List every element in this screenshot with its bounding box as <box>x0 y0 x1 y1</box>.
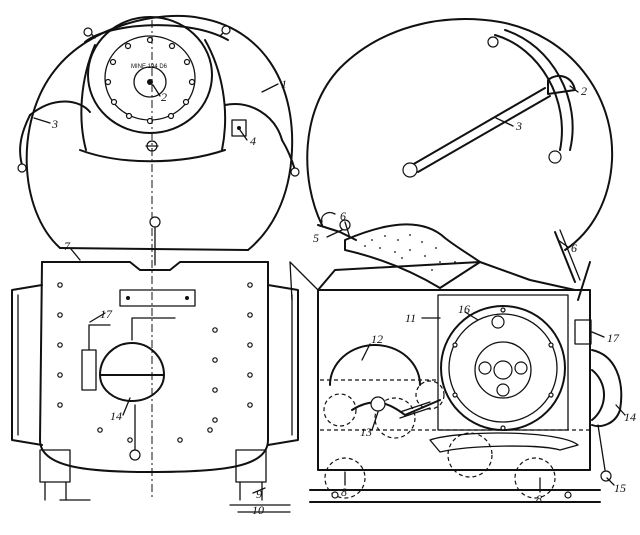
label-7: 7 <box>64 239 71 253</box>
label-9: 9 <box>256 487 262 501</box>
dashed-lines <box>320 379 590 431</box>
label-14-right: 14 <box>624 410 636 424</box>
label-4: 4 <box>250 134 256 148</box>
label-17-right: 17 <box>607 331 620 345</box>
label-12: 12 <box>371 332 383 346</box>
right-flange <box>267 284 299 446</box>
cross-bar <box>119 289 196 307</box>
left-foot <box>39 449 71 483</box>
label-15: 15 <box>614 481 626 495</box>
diagonal-rod <box>411 87 546 166</box>
callout-labels: 1 2 2 3 3 4 5 6 6 7 8 8 9 10 11 12 13 14… <box>51 77 636 517</box>
right-view <box>289 18 623 503</box>
label-5: 5 <box>313 231 319 245</box>
fitting-4 <box>231 119 247 137</box>
fitting-17 <box>574 319 592 345</box>
wheel-12 <box>329 344 421 386</box>
label-6-left: 6 <box>340 209 346 223</box>
right-foot <box>235 449 267 483</box>
label-11: 11 <box>405 311 416 325</box>
belt <box>429 432 579 453</box>
hatch-bolt-holes <box>104 36 196 125</box>
label-13: 13 <box>360 425 372 439</box>
right-strap <box>204 39 227 151</box>
cylinder <box>81 349 97 391</box>
sand-stipple <box>364 234 456 271</box>
skid <box>309 489 601 503</box>
hatch-ring-outer <box>87 16 213 134</box>
left-strap <box>80 44 96 151</box>
hatch-center <box>133 66 167 98</box>
label-17-left: 17 <box>100 307 113 321</box>
label-14-left: 14 <box>110 409 122 423</box>
right-arm <box>224 103 283 141</box>
sand-load <box>344 223 481 289</box>
top-handle <box>494 34 563 151</box>
chain-15 <box>597 424 606 471</box>
label-8-left: 8 <box>341 485 347 499</box>
label-1: 1 <box>281 77 287 91</box>
left-arm <box>29 100 91 116</box>
left-flange <box>11 284 43 446</box>
roller-8a <box>324 457 366 499</box>
left-collar <box>59 247 249 251</box>
left-body <box>39 261 269 473</box>
body-rivets <box>57 282 253 443</box>
lever-13 <box>351 399 441 416</box>
left-view: MINE 194 D6 <box>11 15 300 513</box>
lower-yoke <box>79 149 226 163</box>
hatch-inscription: MINE 194 D6 <box>131 64 168 70</box>
label-8-right: 8 <box>536 492 542 506</box>
label-2-right: 2 <box>581 84 587 98</box>
label-2-left: 2 <box>161 90 167 104</box>
roller-8b <box>514 457 556 499</box>
hatch-ring-inner <box>104 35 196 121</box>
label-3-left: 3 <box>51 117 58 131</box>
right-sphere <box>306 18 614 251</box>
float-14-right <box>591 369 605 421</box>
label-3-right: 3 <box>515 119 522 133</box>
label-6-right: 6 <box>571 241 577 255</box>
float-14-left <box>99 342 165 376</box>
label-16: 16 <box>458 302 470 316</box>
label-10: 10 <box>252 503 264 517</box>
lift-eye <box>149 216 161 228</box>
right-body <box>317 289 591 471</box>
left-sphere <box>25 15 294 251</box>
leader-lines <box>33 83 626 506</box>
